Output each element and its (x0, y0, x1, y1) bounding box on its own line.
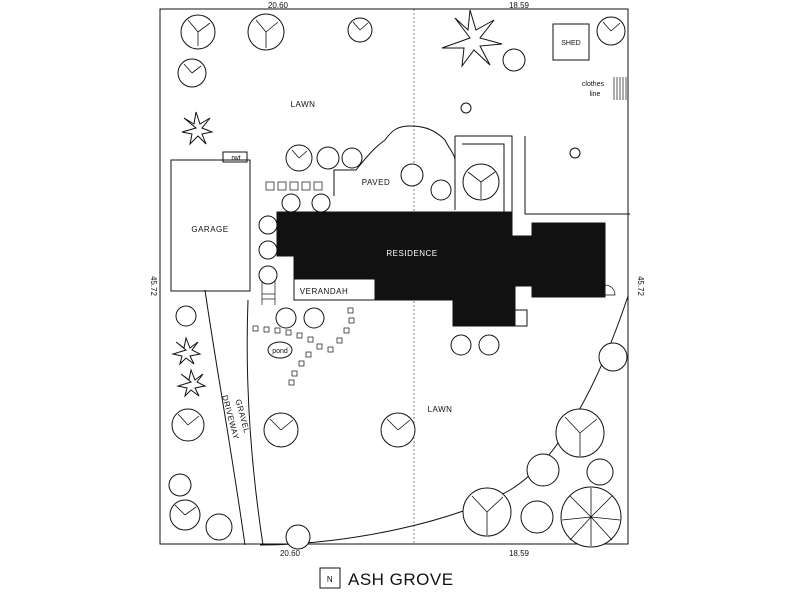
tree (258, 240, 278, 260)
tree (430, 179, 452, 201)
lawn-bottom-label: LAWN (428, 405, 453, 414)
residence (276, 211, 606, 327)
dimension-top-right: 18.59 (509, 1, 530, 10)
tree (285, 524, 311, 550)
tree (460, 102, 472, 114)
garage-label: GARAGE (191, 225, 228, 234)
verandah (293, 278, 376, 301)
svg-text:N: N (327, 575, 333, 584)
pond-label: pond (272, 348, 288, 355)
tree (177, 58, 207, 88)
property-boundary (159, 8, 629, 545)
stepping-stones (252, 307, 355, 386)
trees (168, 9, 628, 550)
residence-label: RESIDENCE (386, 249, 437, 258)
tree (258, 215, 278, 235)
palm-tree (176, 368, 207, 398)
clothes-line (613, 77, 627, 100)
tree (526, 453, 560, 487)
paved-outline (333, 125, 630, 215)
palm-tree (441, 9, 503, 68)
clothes-line-label-1: clothes (582, 81, 605, 88)
tree (450, 334, 472, 356)
dimension-left: 45.72 (149, 276, 158, 297)
tree (285, 144, 313, 172)
tree (520, 500, 554, 534)
tree (596, 16, 626, 46)
tree (598, 342, 628, 372)
lawn-edge-curve (259, 295, 629, 546)
palm-tree (181, 111, 214, 146)
tree (303, 307, 325, 329)
tree (175, 305, 197, 327)
garage (170, 159, 251, 292)
tree (275, 307, 297, 329)
tree (180, 14, 216, 50)
tree (263, 412, 299, 448)
tree (586, 458, 614, 486)
clothes-line-label-2: line (590, 91, 601, 98)
tree (169, 499, 201, 531)
rain-water-tank (222, 151, 248, 163)
rwt-label: rwt (231, 155, 240, 162)
tree (502, 48, 526, 72)
tree (400, 163, 424, 187)
lawn-top-label: LAWN (291, 100, 316, 109)
step-right (514, 309, 528, 327)
tree (478, 334, 500, 356)
tree (247, 13, 285, 51)
tree (555, 408, 605, 458)
palm-tree (171, 336, 202, 366)
verandah-label: VERANDAH (300, 287, 348, 296)
tree (347, 17, 373, 43)
pond (267, 341, 293, 359)
tree (560, 486, 622, 548)
tree (171, 408, 205, 442)
tree (462, 163, 500, 201)
tree (316, 146, 340, 170)
north-marker: N (319, 567, 341, 589)
shed-label: SHED (561, 40, 580, 47)
paving-stones (265, 181, 323, 191)
tree (341, 147, 363, 169)
tree (462, 487, 512, 537)
dimension-bottom-right: 18.59 (509, 549, 530, 558)
tree (168, 473, 192, 497)
dimension-right: 45.72 (636, 276, 645, 297)
gravel-driveway (204, 289, 264, 546)
dimension-top-left: 20.60 (268, 1, 289, 10)
tree (258, 265, 278, 285)
tree (569, 147, 581, 159)
side-door (604, 284, 616, 296)
tree (380, 412, 416, 448)
tree (205, 513, 233, 541)
street-name: ASH GROVE (348, 570, 454, 589)
tree (311, 193, 331, 213)
dimension-bottom-left: 20.60 (280, 549, 301, 558)
paved-label: PAVED (362, 178, 390, 187)
tree (281, 193, 301, 213)
shed (552, 23, 590, 61)
